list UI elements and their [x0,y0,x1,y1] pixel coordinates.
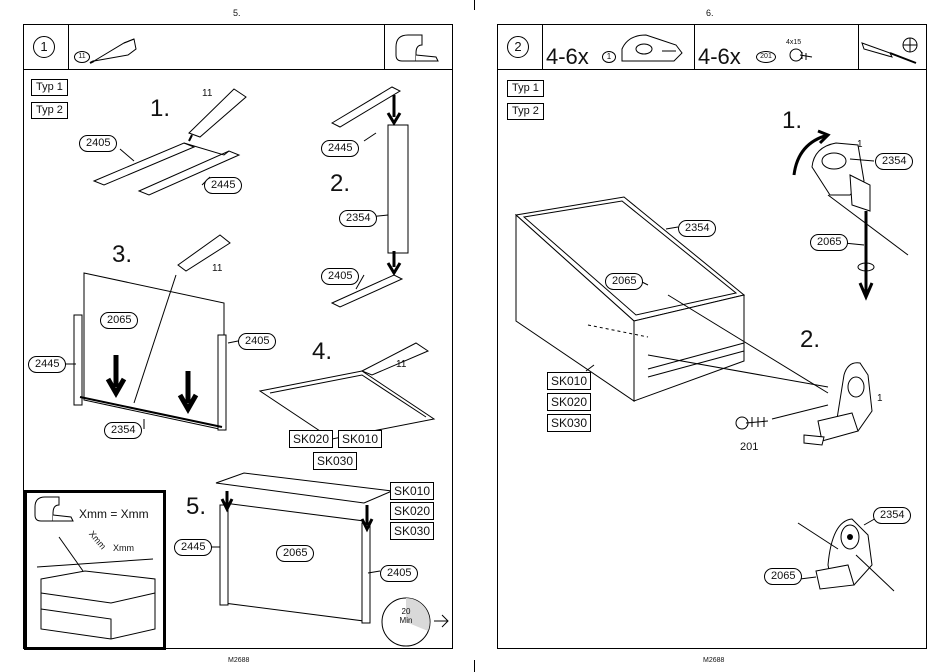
sk-code: SK020 [547,393,591,411]
measurement-inset: Xmm = Xmm Xmm Xmm [24,490,166,650]
inset-xmm-horizontal: Xmm [113,543,134,553]
part-label-2065: 2065 [810,234,848,251]
inset-equation: Xmm = Xmm [79,507,149,521]
right-assembly-drawings [498,25,928,650]
sk-code: SK020 [289,430,333,448]
part-label-2354: 2354 [339,210,377,227]
drying-timer: 20 Min [393,607,419,625]
part-label-2445: 2445 [28,356,66,373]
step-number-4: 4. [312,338,332,366]
part-label-2354: 2354 [875,153,913,170]
part-label-2065: 2065 [764,568,802,585]
step-number-2: 2. [800,326,820,354]
step2-bracket [736,363,872,445]
step-number-2: 2. [330,170,350,198]
part-label-2065: 2065 [276,545,314,562]
part-label-2354: 2354 [678,220,716,237]
part-label-2065: 2065 [100,312,138,329]
step-number-1: 1. [782,107,802,135]
right-instruction-panel: 2 4-6x 1 4-6x 201 4x15 Typ 1 Typ 2 [497,24,927,649]
timer-minutes: 20 [393,607,419,616]
center-crop-mark-bottom [474,660,475,672]
part-label-2065: 2065 [605,273,643,290]
step-number-5: 5. [186,493,206,521]
glue-label: 11 [202,88,212,99]
glue-label: 11 [212,263,222,274]
callout-1: 1 [877,393,883,404]
sk-code: SK020 [390,502,434,520]
step3-bracket [798,517,894,591]
page-number-left: 5. [233,8,241,18]
part-label-2405: 2405 [79,135,117,152]
center-crop-mark-top [474,0,475,10]
footer-code-right: M2688 [703,657,724,664]
step3-frame [74,235,230,430]
page-number-right: 6. [706,8,714,18]
sk-code: SK010 [390,482,434,500]
sk-code: SK030 [313,452,357,470]
part-label-2405: 2405 [238,333,276,350]
sk-code: SK030 [390,522,434,540]
sk-code: SK010 [338,430,382,448]
part-label-2405: 2405 [380,565,418,582]
sk-code: SK010 [547,372,591,390]
callout-1: 1 [857,139,863,150]
step-number-3: 3. [112,241,132,269]
sk-code: SK030 [547,414,591,432]
step-number-1: 1. [150,95,170,123]
part-label-2445: 2445 [204,177,242,194]
step4-rail-frame [260,343,434,439]
part-label-2445: 2445 [321,140,359,157]
screw-callout-201: 201 [740,441,758,453]
part-label-2405: 2405 [321,268,359,285]
part-label-2445: 2445 [174,539,212,556]
glue-label: 11 [396,359,406,370]
timer-unit: Min [393,616,419,625]
part-label-2354: 2354 [104,422,142,439]
part-label-2354: 2354 [873,507,911,524]
footer-code-left: M2688 [228,657,249,664]
left-instruction-panel: 1 11 Typ 1 Typ 2 [23,24,453,649]
